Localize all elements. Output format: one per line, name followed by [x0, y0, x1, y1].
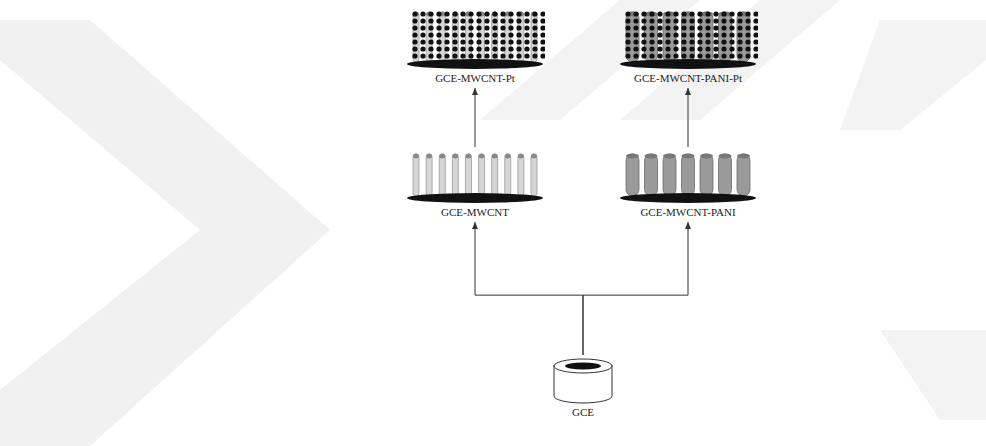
- electrode-illustration: [618, 8, 758, 70]
- electrode-label: GCE-MWCNT-PANI: [618, 204, 758, 219]
- arrow-connector: [583, 222, 688, 355]
- electrode-illustration: [405, 150, 545, 204]
- arrow-connector: [688, 88, 689, 147]
- mwcnt-electrode: GCE-MWCNT: [405, 150, 545, 219]
- electrode-label: GCE: [552, 404, 614, 419]
- arrow-connector: [475, 88, 476, 147]
- mwcnt-pani-pt-electrode: GCE-MWCNT-PANI-Pt: [618, 8, 758, 85]
- electrode-illustration: [405, 8, 545, 70]
- electrode-illustration: [618, 150, 758, 204]
- electrode-label: GCE-MWCNT-Pt: [405, 70, 545, 85]
- electrode-label: GCE-MWCNT: [405, 204, 545, 219]
- arrow-connector: [475, 222, 583, 355]
- mwcnt-pani-electrode: GCE-MWCNT-PANI: [618, 150, 758, 219]
- mwcnt-pt-electrode: GCE-MWCNT-Pt: [405, 8, 545, 85]
- electrode-illustration: [552, 358, 614, 404]
- gce-electrode: GCE: [552, 358, 614, 419]
- electrode-label: GCE-MWCNT-PANI-Pt: [618, 70, 758, 85]
